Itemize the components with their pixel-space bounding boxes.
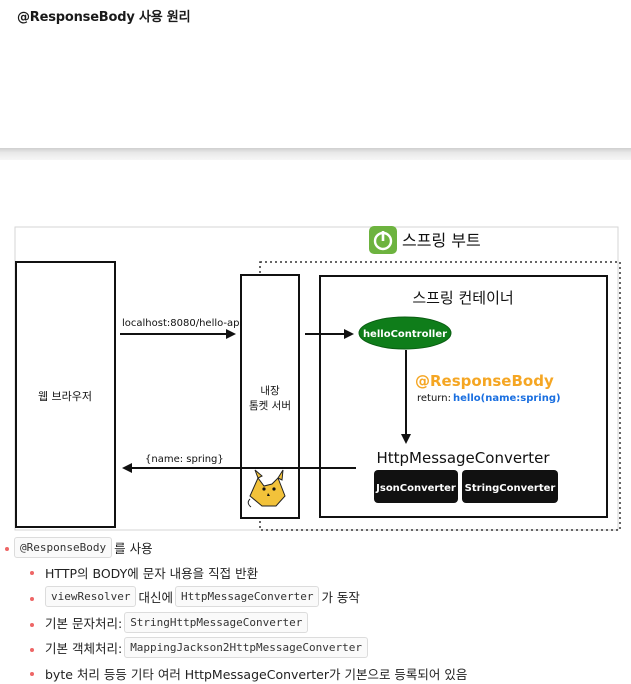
note-item: viewResolver 대신에 HttpMessageConverter 가 … <box>45 586 360 607</box>
note-main-text: 를 사용 <box>114 541 153 556</box>
tomcat-label-2: 톰켓 서버 <box>249 400 291 412</box>
response-body-annotation: @ResponseBody <box>415 372 554 390</box>
note-item-text: byte 처리 등등 기타 여러 HttpMessageConverter가 기… <box>45 667 468 682</box>
note-item-text: 기본 객체처리: <box>45 641 123 656</box>
spring-boot-label: 스프링 부트 <box>402 231 481 250</box>
bullet-dot <box>5 547 9 551</box>
note-item-code: MappingJackson2HttpMessageConverter <box>124 637 368 658</box>
response-label: {name: spring} <box>145 454 224 465</box>
browser-label: 웹 브라우저 <box>38 390 92 403</box>
tomcat-label-1: 내장 <box>260 385 280 397</box>
note-item-code: HttpMessageConverter <box>175 586 320 607</box>
bullet-dot <box>30 571 34 575</box>
hello-controller-label: helloController <box>363 329 447 340</box>
note-main: @ResponseBody 를 사용 <box>14 537 153 558</box>
note-item-text: HTTP의 BODY에 문자 내용을 직접 반환 <box>45 566 259 581</box>
note-main-code: @ResponseBody <box>14 537 113 558</box>
return-prefix: return: <box>417 393 451 404</box>
http-message-converter-label: HttpMessageConverter <box>376 449 550 467</box>
response-body-diagram: 스프링 부트 웹 브라우저 내장 톰켓 서버 스프링 컨테이너 localhos… <box>14 226 621 531</box>
json-converter-label: JsonConverter <box>375 483 456 494</box>
spring-boot-logo-icon <box>369 226 397 254</box>
bullet-dot <box>30 623 34 627</box>
note-item: 기본 객체처리: MappingJackson2HttpMessageConve… <box>45 637 370 658</box>
tomcat-box <box>240 274 300 519</box>
json-converter-box <box>374 470 458 503</box>
page-title: @ResponseBody 사용 원리 <box>17 10 191 25</box>
note-item: HTTP의 BODY에 문자 내용을 직접 반환 <box>45 563 258 582</box>
string-converter-label: StringConverter <box>465 483 556 494</box>
hello-controller-node <box>358 316 452 350</box>
bullet-dot <box>30 648 34 652</box>
browser-box <box>15 261 116 528</box>
note-item-code: viewResolver <box>45 586 137 607</box>
bullet-dot <box>30 672 34 676</box>
tomcat-icon <box>247 469 286 508</box>
section-divider <box>0 148 631 160</box>
note-item: 기본 문자처리: StringHttpMessageConverter <box>45 612 310 633</box>
return-value: hello(name:spring) <box>453 393 561 404</box>
spring-container-label: 스프링 컨테이너 <box>412 289 513 307</box>
note-item-text: 대신에 <box>138 590 173 605</box>
note-item-code: StringHttpMessageConverter <box>124 612 309 633</box>
note-item-text: 가 동작 <box>321 590 360 605</box>
note-item-text: 기본 문자처리: <box>45 616 123 631</box>
bullet-dot <box>30 597 34 601</box>
request-label: localhost:8080/hello-api <box>122 318 242 329</box>
note-item: byte 처리 등등 기타 여러 HttpMessageConverter가 기… <box>45 664 467 683</box>
string-converter-box <box>462 470 558 503</box>
